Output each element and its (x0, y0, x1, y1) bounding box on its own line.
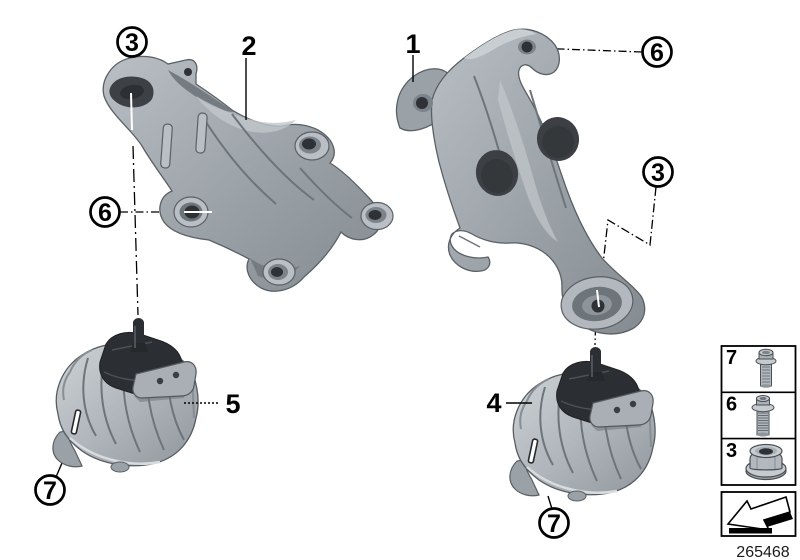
hex-flange-nut-icon (745, 443, 787, 481)
diagram-number: 265468 (736, 544, 789, 560)
svg-text:6: 6 (650, 39, 664, 67)
callout-3-top-left[interactable]: 3 (116, 26, 148, 58)
svg-text:7: 7 (43, 477, 57, 505)
svg-text:7: 7 (547, 510, 561, 538)
torx-stud-bolt-icon (755, 348, 777, 388)
callout-7-bottom-right[interactable]: 7 (538, 507, 570, 539)
callout-6-top-right[interactable]: 6 (641, 36, 673, 68)
part-label-5[interactable]: 5 (184, 389, 241, 419)
svg-text:5: 5 (225, 389, 240, 419)
mount-part-4 (508, 345, 657, 503)
part-label-2[interactable]: 2 (241, 31, 257, 120)
svg-text:4: 4 (486, 388, 501, 418)
callout-3-right[interactable]: 3 (642, 156, 674, 188)
legend-row-3[interactable]: 3 (726, 440, 787, 481)
legend-row-6[interactable]: 6 (726, 394, 775, 437)
svg-text:3: 3 (726, 440, 737, 462)
callout-6-left[interactable]: 6 (89, 196, 121, 228)
direction-arrow-box (720, 491, 797, 537)
ribbed-bolt-washer-icon (751, 395, 775, 437)
leader-highlights (130, 92, 600, 308)
svg-text:3: 3 (125, 29, 139, 57)
svg-text:3: 3 (651, 159, 665, 187)
svg-text:1: 1 (405, 29, 420, 59)
svg-text:7: 7 (726, 347, 737, 369)
fastener-legend: 7 6 3 (720, 345, 797, 486)
install-direction-arrow-icon (726, 495, 793, 534)
mount-part-5 (51, 316, 200, 474)
svg-text:6: 6 (726, 394, 737, 416)
part-label-1[interactable]: 1 (405, 29, 421, 82)
bracket-part-2 (102, 55, 394, 292)
callout-7-bottom-left[interactable]: 7 (34, 474, 66, 506)
legend-row-7[interactable]: 7 (726, 347, 777, 388)
part-label-4[interactable]: 4 (486, 388, 532, 418)
bracket-part-1 (395, 28, 646, 335)
svg-text:2: 2 (241, 31, 256, 61)
svg-text:6: 6 (98, 199, 112, 227)
